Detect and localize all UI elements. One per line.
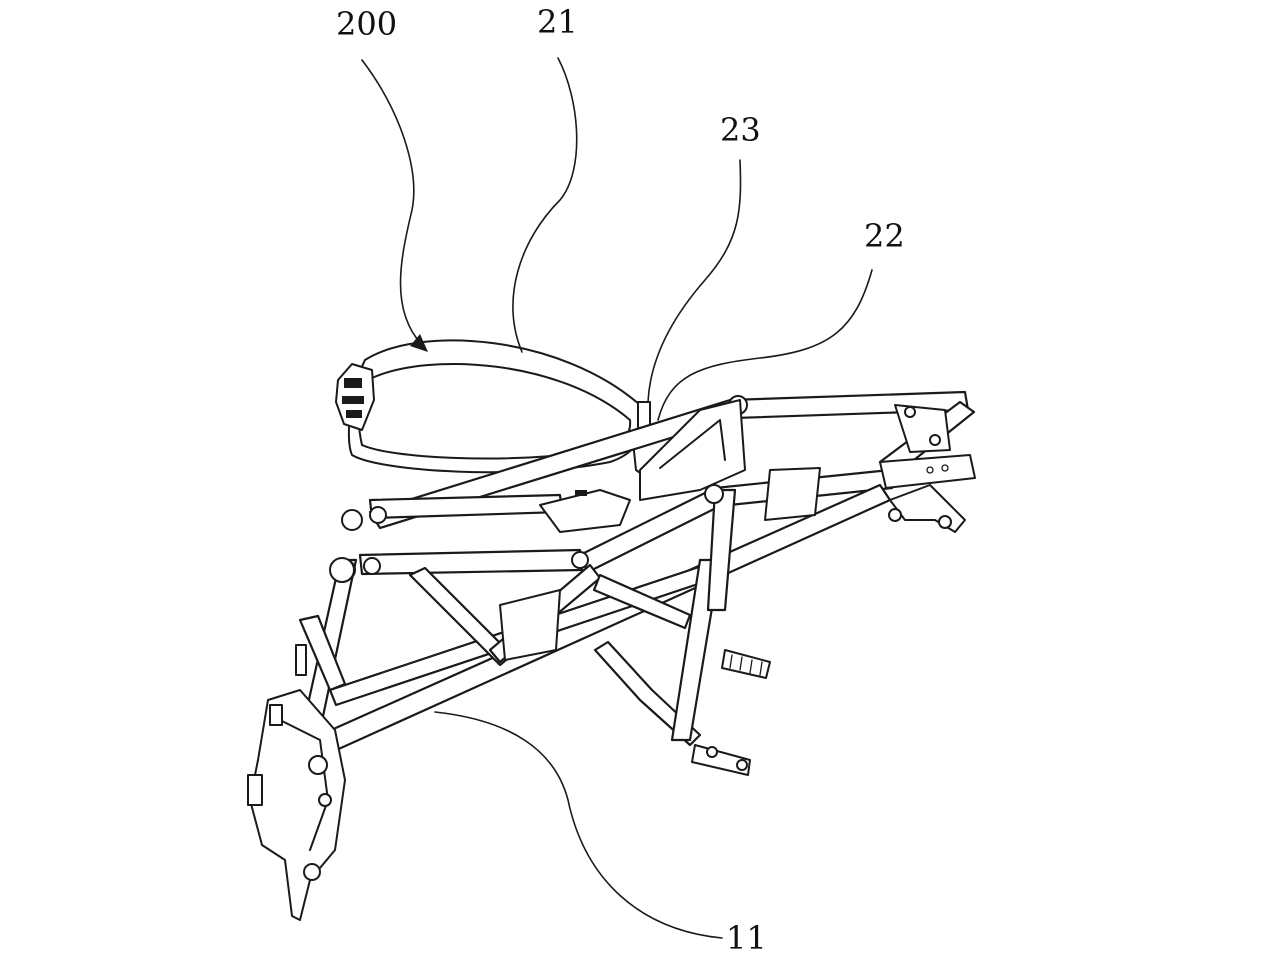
- leader-lines: [361, 57, 873, 939]
- ref-numeral-11: 11: [726, 919, 767, 957]
- ref-numeral-21: 21: [537, 3, 578, 41]
- strap-assembly: [335, 339, 651, 481]
- ref-numeral-200: 200: [336, 5, 398, 43]
- main-frame: [298, 390, 976, 754]
- footpegs: [691, 649, 771, 776]
- seat-bracket: [499, 399, 821, 661]
- rear-brackets: [879, 404, 976, 533]
- ref-numeral-23: 23: [720, 111, 761, 149]
- ref-numeral-22: 22: [864, 217, 905, 255]
- front-mount-plate: [247, 557, 355, 921]
